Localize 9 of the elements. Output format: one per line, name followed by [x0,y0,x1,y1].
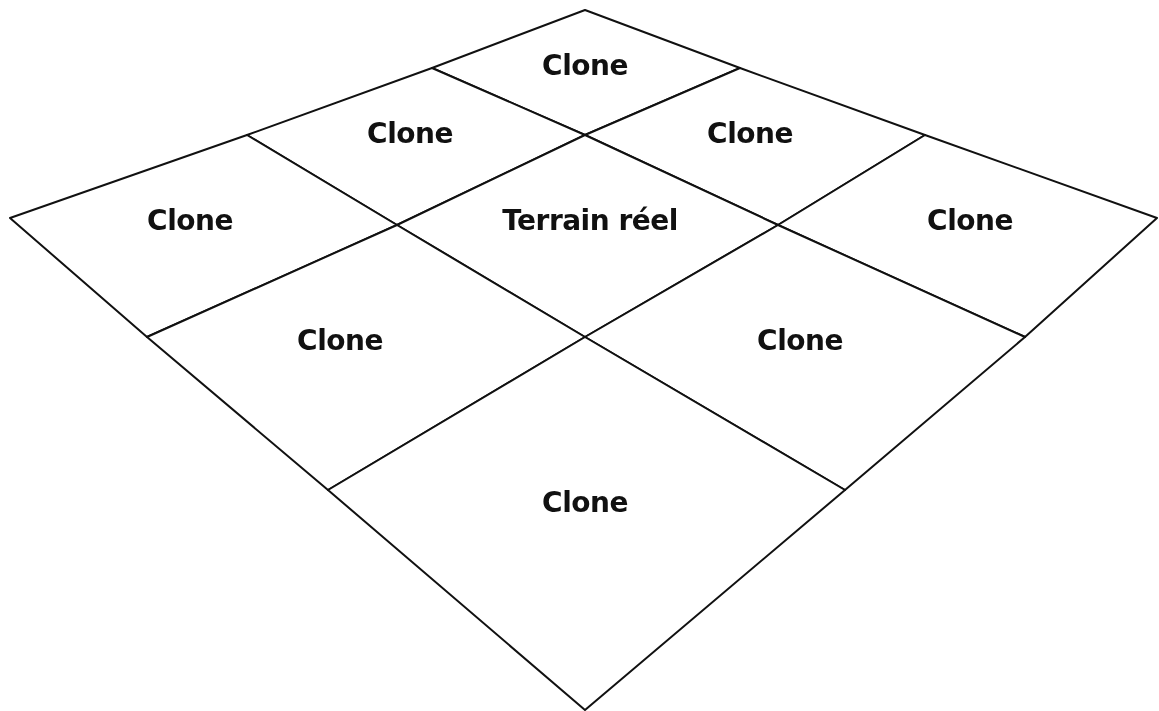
tile-label: Clone [927,203,1013,237]
tile-label: Clone [707,116,793,150]
tile-label: Clone [542,48,628,82]
tile-label: Clone [367,116,453,150]
tile-label: Clone [542,485,628,519]
tile-label: Clone [147,203,233,237]
tile-label: Clone [297,323,383,357]
tile-label: Terrain réel [502,203,678,237]
tile-label: Clone [757,323,843,357]
